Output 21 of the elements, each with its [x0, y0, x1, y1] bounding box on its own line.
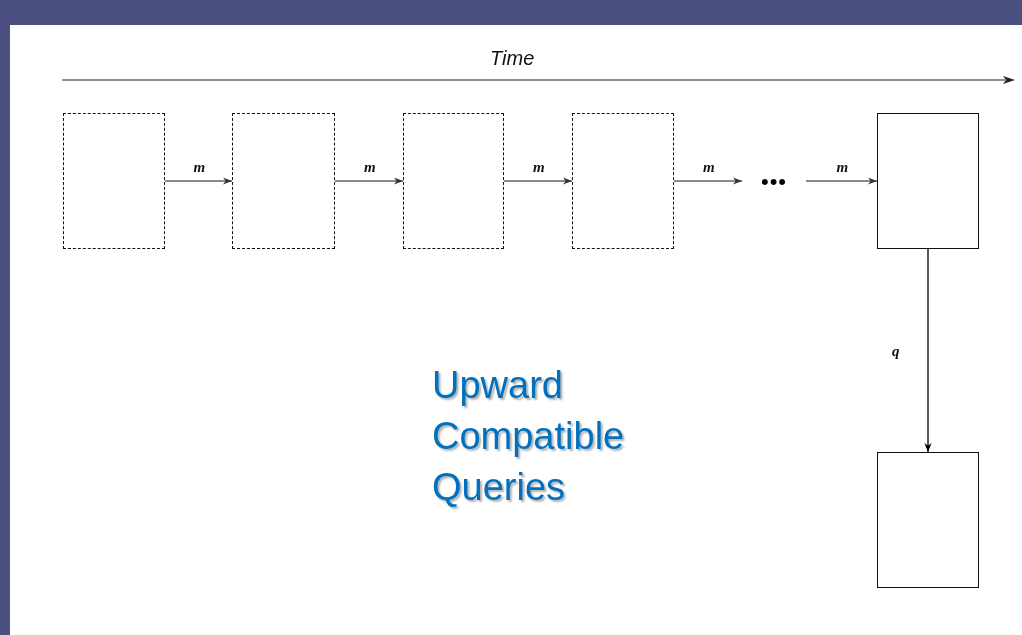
ellipsis: •••: [759, 170, 789, 194]
box: [877, 113, 979, 249]
arrow: [334, 177, 404, 185]
dashed-box: [572, 113, 674, 249]
edge-label: m: [193, 159, 206, 176]
edge-label: m: [703, 159, 715, 176]
axis-label: Time: [490, 47, 535, 70]
edge-label: m: [836, 159, 849, 176]
edge-label: m: [533, 159, 545, 176]
arrow: [673, 177, 743, 185]
dashed-box: [403, 113, 504, 249]
dashed-box: [63, 113, 165, 249]
arrow: [924, 248, 932, 453]
slide-text: Upward Compatible Queries: [432, 363, 626, 510]
box: [877, 452, 979, 588]
edge-label: q: [892, 343, 900, 360]
edge-label: m: [364, 159, 376, 176]
arrow: [503, 177, 573, 185]
arrow: [805, 177, 878, 185]
arrow: [164, 177, 233, 185]
dashed-box: [232, 113, 335, 249]
